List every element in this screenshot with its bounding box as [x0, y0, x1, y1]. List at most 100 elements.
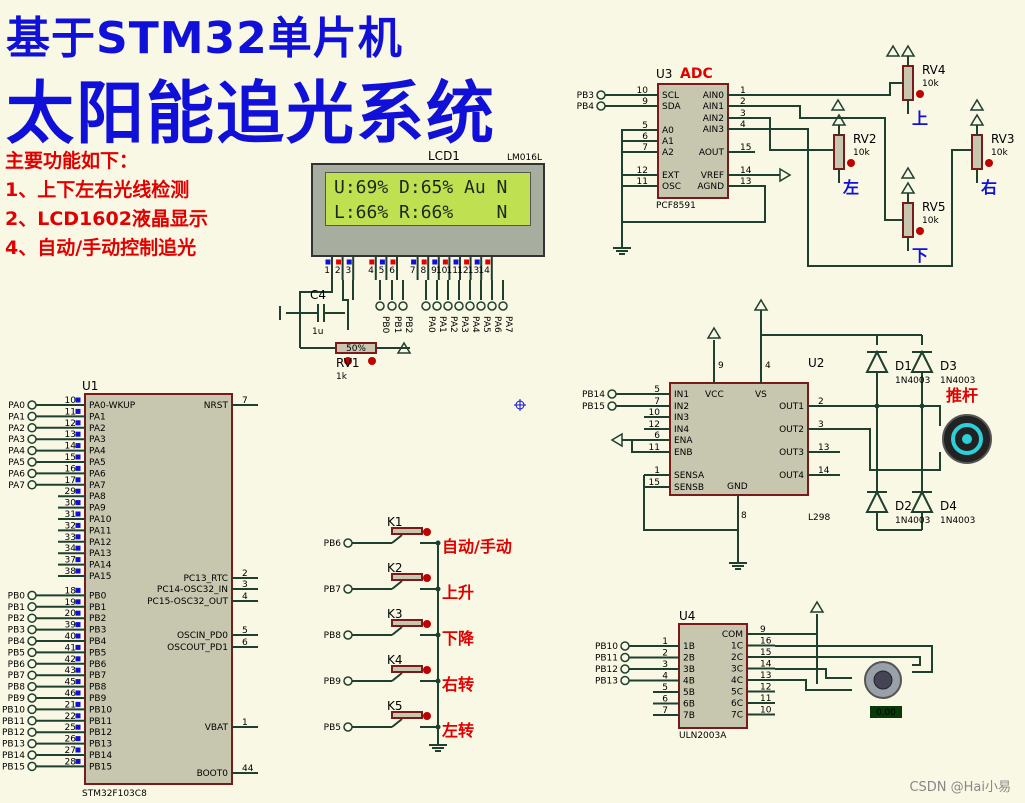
u1-pin-number: 34	[65, 544, 77, 554]
pot-knob-icon[interactable]	[916, 227, 924, 235]
net-terminal[interactable]	[27, 590, 37, 601]
diode-d1[interactable]	[865, 349, 889, 373]
diode-d4[interactable]	[910, 489, 934, 513]
lcd-module[interactable]: U:69% D:65% Au N L:66% R:66% N	[311, 163, 545, 257]
net-terminal[interactable]	[27, 624, 37, 635]
u2-pin-number: 15	[649, 478, 660, 488]
u2-pin-label: IN1	[674, 390, 689, 400]
net-terminal[interactable]	[27, 681, 37, 692]
net-terminal[interactable]	[620, 652, 630, 663]
net-terminal[interactable]	[27, 411, 37, 422]
u2-chip[interactable]	[669, 382, 809, 496]
photo-pot-ref: RV2	[853, 132, 877, 146]
pot-knob-icon[interactable]	[985, 159, 993, 167]
pin-marker	[75, 454, 81, 460]
pin-marker	[75, 545, 81, 551]
net-terminal[interactable]	[27, 468, 37, 479]
u2-pin-label: ENA	[674, 436, 693, 446]
net-terminal[interactable]	[27, 750, 37, 760]
key-button[interactable]	[391, 573, 423, 581]
pin-marker	[75, 599, 81, 605]
u3-pin-number: 12	[637, 166, 648, 176]
net-terminal[interactable]	[27, 693, 37, 703]
net-terminal[interactable]	[27, 647, 37, 658]
net-terminal[interactable]	[398, 301, 408, 311]
lcd-model: LM016L	[507, 153, 542, 163]
pot-knob-icon[interactable]	[847, 159, 855, 167]
net-terminal[interactable]	[387, 301, 397, 311]
u3-pin-label: AOUT	[699, 148, 725, 158]
diode-d3[interactable]	[910, 349, 934, 373]
net-terminal[interactable]	[27, 602, 37, 612]
net-terminal[interactable]	[620, 664, 630, 674]
net-terminal[interactable]	[343, 722, 353, 732]
rv1-knob-icon[interactable]	[368, 357, 376, 365]
net-terminal[interactable]	[27, 636, 37, 646]
u1-pin-number: 39	[65, 621, 77, 631]
photo-pot[interactable]	[971, 134, 983, 170]
u2-pin-number: 13	[818, 443, 829, 453]
u1-pin-label: PA11	[89, 526, 111, 536]
u1-pin-label: PB11	[89, 717, 112, 727]
net-terminal[interactable]	[421, 301, 431, 311]
net-terminal[interactable]	[27, 457, 37, 467]
net-terminal[interactable]	[27, 659, 37, 669]
pin-marker	[411, 259, 417, 265]
net-terminal[interactable]	[27, 716, 37, 726]
net-terminal[interactable]	[343, 676, 353, 686]
rv1-knob-icon[interactable]	[344, 357, 352, 365]
diode-d2[interactable]	[865, 489, 889, 513]
pin-marker	[75, 587, 81, 593]
photo-pot[interactable]	[902, 202, 914, 238]
u1-pin-label: PA15	[89, 572, 111, 582]
u4-pin-label: COM	[722, 630, 743, 640]
pin-marker	[75, 724, 81, 730]
key-button[interactable]	[391, 527, 423, 535]
net-terminal[interactable]	[607, 401, 617, 411]
net-terminal[interactable]	[343, 538, 353, 548]
pin-marker	[379, 259, 385, 265]
net-terminal[interactable]	[343, 584, 353, 594]
net-terminal[interactable]	[27, 670, 37, 680]
photo-pot[interactable]	[902, 65, 914, 101]
key-button[interactable]	[391, 665, 423, 673]
net-terminal[interactable]	[27, 400, 37, 410]
photo-pot[interactable]	[833, 134, 845, 170]
key-button[interactable]	[391, 711, 423, 719]
net-terminal[interactable]	[343, 630, 353, 640]
net-terminal[interactable]	[596, 90, 606, 100]
net-terminal[interactable]	[27, 480, 37, 490]
net-terminal[interactable]	[27, 613, 37, 623]
pin-marker	[75, 534, 81, 540]
u1-chip[interactable]	[84, 393, 233, 785]
net-terminal[interactable]	[465, 301, 475, 311]
u2-pin-label: IN3	[674, 413, 689, 423]
rv1-pot[interactable]	[335, 342, 377, 354]
key-label: 右转	[442, 675, 474, 694]
net-terminal[interactable]	[27, 423, 37, 433]
lcd-net-label: PA0	[426, 316, 436, 333]
u3-part: PCF8591	[656, 201, 696, 211]
u4-chip[interactable]	[678, 623, 748, 729]
net-terminal[interactable]	[607, 389, 617, 399]
net-terminal[interactable]	[476, 301, 486, 311]
key-button[interactable]	[391, 619, 423, 627]
net-terminal[interactable]	[27, 704, 37, 715]
net-terminal[interactable]	[27, 738, 37, 749]
net-terminal[interactable]	[27, 761, 37, 772]
u1-pin-number: 13	[65, 430, 76, 440]
pot-knob-icon[interactable]	[916, 90, 924, 98]
net-terminal[interactable]	[620, 641, 630, 651]
net-terminal[interactable]	[27, 445, 37, 456]
net-terminal[interactable]	[432, 301, 442, 311]
net-terminal[interactable]	[620, 675, 630, 686]
net-terminal[interactable]	[487, 301, 497, 311]
net-terminal[interactable]	[375, 301, 385, 311]
net-terminal[interactable]	[454, 301, 464, 311]
u3-chip[interactable]	[657, 83, 729, 199]
net-terminal[interactable]	[498, 301, 508, 311]
net-terminal[interactable]	[443, 301, 453, 311]
net-terminal[interactable]	[27, 434, 37, 444]
net-terminal[interactable]	[27, 727, 37, 737]
net-terminal[interactable]	[596, 101, 606, 111]
